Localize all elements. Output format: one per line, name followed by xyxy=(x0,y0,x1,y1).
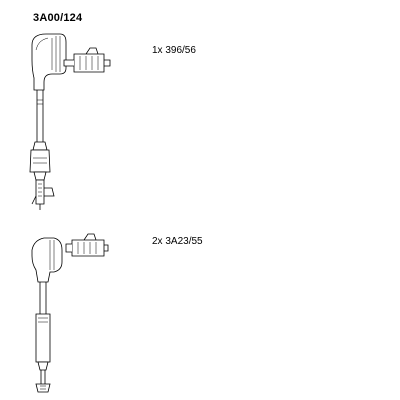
item-2-quantity-label: 2x 3A23/55 xyxy=(152,236,203,247)
lead-2-drawing xyxy=(31,233,109,393)
connector-1-detail xyxy=(63,47,111,73)
part-number-title: 3A00/124 xyxy=(33,12,83,24)
item-1-quantity-label: 1x 396/56 xyxy=(152,45,196,56)
lead-1-drawing xyxy=(29,33,111,210)
connector-2-detail xyxy=(65,233,109,257)
